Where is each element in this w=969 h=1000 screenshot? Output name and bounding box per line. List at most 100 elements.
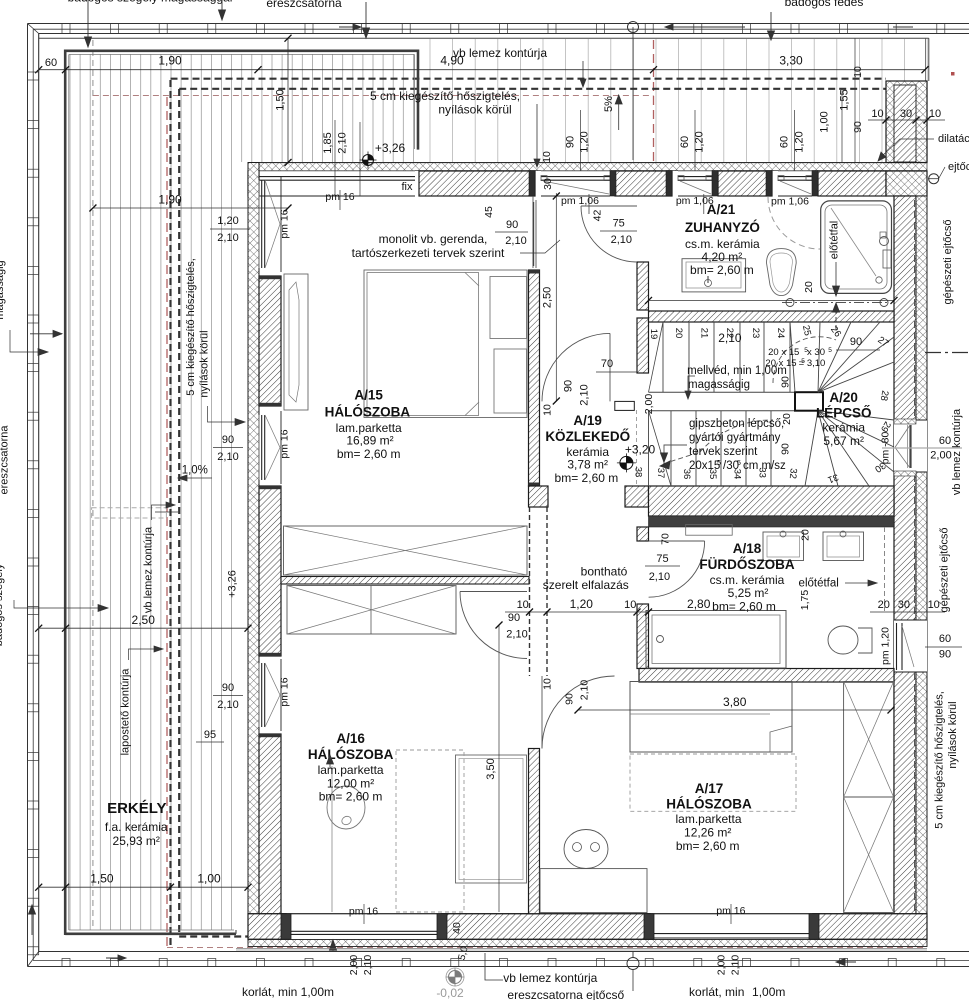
- svg-text:bm= 2,60 m: bm= 2,60 m: [319, 790, 383, 804]
- svg-text:ZUHANYZÓ: ZUHANYZÓ: [685, 220, 760, 235]
- svg-text:vb lemez kontúrja: vb lemez kontúrja: [503, 971, 597, 985]
- svg-text:korlát, min: korlát, min: [689, 985, 744, 999]
- svg-text:10: 10: [871, 108, 883, 120]
- svg-text:37: 37: [655, 468, 666, 479]
- svg-text:nyílások körül: nyílások körül: [438, 103, 511, 117]
- svg-text:x 30: x 30: [807, 347, 825, 358]
- svg-text:előtétfal: előtétfal: [799, 578, 839, 590]
- svg-text:23: 23: [750, 328, 761, 339]
- svg-text:28: 28: [878, 389, 891, 401]
- svg-text:1,20: 1,20: [570, 597, 594, 611]
- svg-text:90: 90: [564, 693, 576, 705]
- svg-text:20: 20: [878, 599, 890, 611]
- svg-text:25,93 m²: 25,93 m²: [113, 834, 160, 848]
- svg-text:30: 30: [898, 599, 910, 611]
- svg-text:5 cm kiegészítő hőszigtelés,: 5 cm kiegészítő hőszigtelés,: [370, 89, 520, 103]
- svg-text:5: 5: [804, 347, 808, 354]
- svg-text:10: 10: [929, 108, 941, 120]
- svg-text:2,00: 2,00: [930, 450, 951, 462]
- svg-text:10: 10: [517, 599, 529, 611]
- svg-text:HÁLÓSZOBA: HÁLÓSZOBA: [308, 747, 394, 762]
- svg-text:2,10: 2,10: [611, 234, 632, 246]
- svg-text:gépészeti ejtőcső: gépészeti ejtőcső: [942, 220, 954, 305]
- svg-text:20: 20: [673, 328, 684, 339]
- svg-text:20: 20: [803, 281, 815, 293]
- svg-text:90: 90: [222, 682, 234, 694]
- svg-text:1,00: 1,00: [197, 872, 221, 886]
- svg-text:lam.parketta: lam.parketta: [675, 812, 741, 826]
- svg-text:24: 24: [775, 328, 786, 339]
- svg-text:fix: fix: [402, 181, 414, 193]
- svg-text:31: 31: [826, 471, 840, 485]
- svg-text:2,10: 2,10: [505, 235, 526, 247]
- svg-text:A/16: A/16: [336, 731, 365, 746]
- svg-text:bontható: bontható: [581, 565, 628, 579]
- svg-text:2,50: 2,50: [541, 287, 553, 308]
- svg-text:1,55: 1,55: [839, 89, 851, 110]
- svg-text:HÁLÓSZOBA: HÁLÓSZOBA: [666, 797, 752, 812]
- svg-text:korlát, min 1,00m: korlát, min 1,00m: [242, 985, 334, 999]
- svg-text:pm 1,06: pm 1,06: [771, 196, 809, 208]
- svg-text:+3,26: +3,26: [226, 570, 238, 598]
- svg-text:4,90: 4,90: [440, 54, 464, 68]
- svg-text:2,10: 2,10: [217, 451, 238, 463]
- svg-text:pm 16: pm 16: [279, 209, 291, 238]
- svg-text:pm 1,06: pm 1,06: [561, 195, 599, 207]
- svg-text:60: 60: [779, 136, 791, 148]
- svg-text:2,10: 2,10: [362, 955, 374, 976]
- svg-text:pm -80: pm -80: [880, 432, 892, 465]
- svg-text:-0,02: -0,02: [436, 986, 464, 1000]
- svg-text:gépészeti ejtőcső: gépészeti ejtőcső: [939, 528, 951, 613]
- svg-text:vb lemez kontúrja: vb lemez kontúrja: [951, 408, 963, 495]
- svg-text:5: 5: [717, 460, 721, 467]
- svg-text:3,78 m²: 3,78 m²: [567, 458, 608, 472]
- svg-text:bm= 2,60 m: bm= 2,60 m: [712, 600, 776, 614]
- svg-text:5: 5: [828, 347, 832, 354]
- svg-text:60: 60: [45, 57, 57, 69]
- svg-text:60: 60: [939, 435, 951, 447]
- svg-text:40: 40: [451, 922, 463, 934]
- svg-text:10: 10: [624, 599, 636, 611]
- svg-text:95: 95: [204, 729, 216, 741]
- svg-text:lapostető kontúrja: lapostető kontúrja: [120, 668, 132, 756]
- svg-text:bádogos szegély magassággal: bádogos szegély magassággal: [68, 0, 233, 5]
- svg-text:pm 16: pm 16: [279, 677, 291, 706]
- svg-text:pm 16: pm 16: [349, 906, 378, 918]
- svg-text:2,10: 2,10: [506, 629, 527, 641]
- svg-text:21: 21: [699, 328, 710, 339]
- svg-text:cm m/sz: cm m/sz: [743, 460, 786, 472]
- svg-text:27: 27: [876, 335, 891, 350]
- svg-text:3,80: 3,80: [723, 695, 747, 709]
- svg-text:25: 25: [800, 324, 813, 337]
- svg-text:90: 90: [780, 376, 792, 388]
- svg-text:12,26 m²: 12,26 m²: [684, 826, 731, 840]
- svg-text:35: 35: [707, 469, 718, 480]
- svg-text:A/19: A/19: [573, 413, 602, 428]
- svg-text:tartószerkezeti tervek szerint: tartószerkezeti tervek szerint: [352, 246, 505, 260]
- svg-text:5 cm kiegészítő hőszigtelés,: 5 cm kiegészítő hőszigtelés,: [934, 691, 946, 829]
- svg-text:38: 38: [633, 467, 644, 478]
- svg-text:szerelt elfalazás: szerelt elfalazás: [543, 578, 629, 592]
- svg-text:HÁLÓSZOBA: HÁLÓSZOBA: [325, 405, 411, 420]
- svg-text:ejtőcső: ejtőcső: [948, 161, 969, 173]
- svg-text:32: 32: [787, 468, 799, 479]
- svg-text:70: 70: [660, 533, 672, 545]
- svg-text:10: 10: [541, 151, 553, 163]
- svg-text:30: 30: [900, 108, 912, 120]
- svg-text:A/20: A/20: [829, 390, 858, 405]
- svg-text:90: 90: [780, 443, 792, 455]
- svg-text:2,10: 2,10: [579, 384, 591, 405]
- svg-text:1,50: 1,50: [275, 89, 287, 110]
- svg-text:nyílások körül: nyílások körül: [947, 701, 959, 768]
- svg-text:A/17: A/17: [695, 781, 724, 796]
- svg-text:kerámia: kerámia: [566, 445, 609, 459]
- svg-text:1,0%: 1,0%: [182, 465, 208, 477]
- svg-text:2,50: 2,50: [132, 613, 156, 627]
- svg-text:5,67 m²: 5,67 m²: [823, 434, 864, 448]
- svg-text:ereszcsatorna: ereszcsatorna: [0, 425, 11, 495]
- svg-text:1,50: 1,50: [90, 872, 114, 886]
- svg-text:+3,26: +3,26: [375, 141, 406, 155]
- svg-text:30: 30: [872, 459, 887, 474]
- svg-text:60: 60: [939, 633, 951, 645]
- svg-text:vb lemez kontúrja: vb lemez kontúrja: [143, 526, 155, 613]
